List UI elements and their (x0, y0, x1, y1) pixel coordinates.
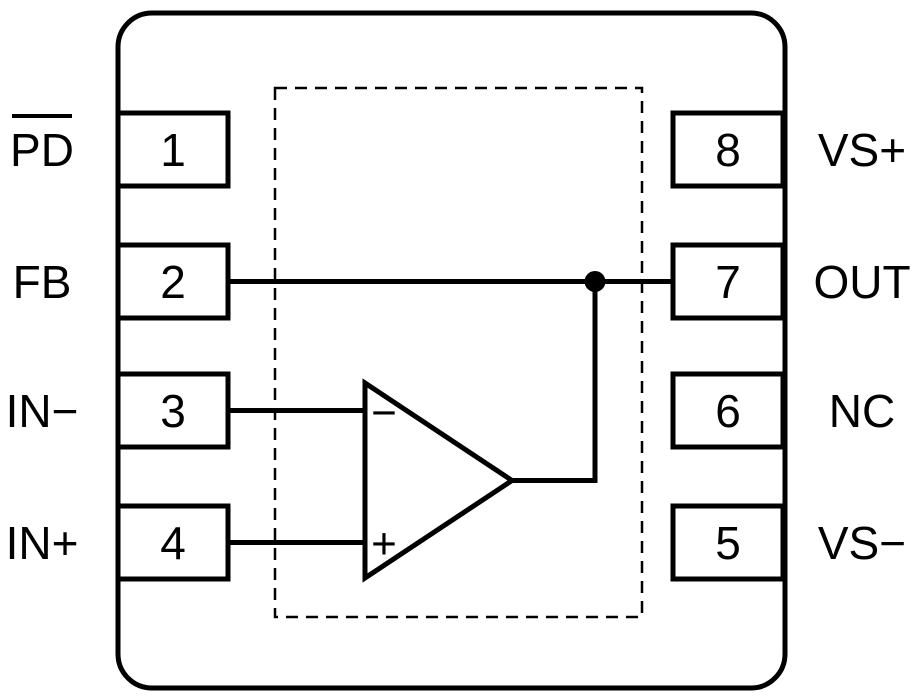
pin-3-number: 3 (160, 385, 186, 437)
opamp-inverting-sign: − (371, 389, 397, 438)
pin-1-number: 1 (160, 124, 186, 176)
pin-7-box (670, 242, 786, 321)
pin-6-label: NC (829, 385, 895, 437)
pin-8: 8 (670, 110, 786, 189)
pin-1: 1 (115, 110, 231, 189)
internal-dashed-boundary (273, 86, 644, 619)
pin-8-label: VS+ (818, 124, 906, 176)
pin-4: 4 (115, 503, 231, 582)
junction-dot (584, 271, 606, 292)
pin-2-number: 2 (160, 256, 186, 308)
pin-8-number: 8 (715, 124, 741, 176)
pin-6: 6 (670, 371, 786, 450)
pin-8-box (670, 110, 786, 189)
opamp-triangle (362, 378, 517, 583)
pin-5-box (670, 503, 786, 582)
pin-7-label: OUT (813, 256, 910, 308)
pin-3-box (115, 371, 231, 450)
pin-2-box (115, 242, 231, 321)
pin-5: 5 (670, 503, 786, 582)
pin-3-label: IN− (6, 385, 79, 437)
pin-3: 3 (115, 371, 231, 450)
pin-1-label: PD (10, 124, 74, 176)
wire-opamp-output (512, 281, 598, 483)
pin-5-label: VS− (818, 517, 906, 569)
pin-7-number: 7 (715, 256, 741, 308)
pin-4-box (115, 503, 231, 582)
pin-7: 7 (670, 242, 786, 321)
opamp-noninverting-sign: + (371, 520, 397, 569)
ic-package-outline (115, 10, 788, 691)
pin-2-label: FB (13, 256, 72, 308)
pin-6-box (670, 371, 786, 450)
pin-2: 2 (115, 242, 231, 321)
pin-1-box (115, 110, 231, 189)
pin-4-number: 4 (160, 517, 186, 569)
pin-6-number: 6 (715, 385, 741, 437)
pin-4-label: IN+ (6, 517, 79, 569)
pin-5-number: 5 (715, 517, 741, 569)
